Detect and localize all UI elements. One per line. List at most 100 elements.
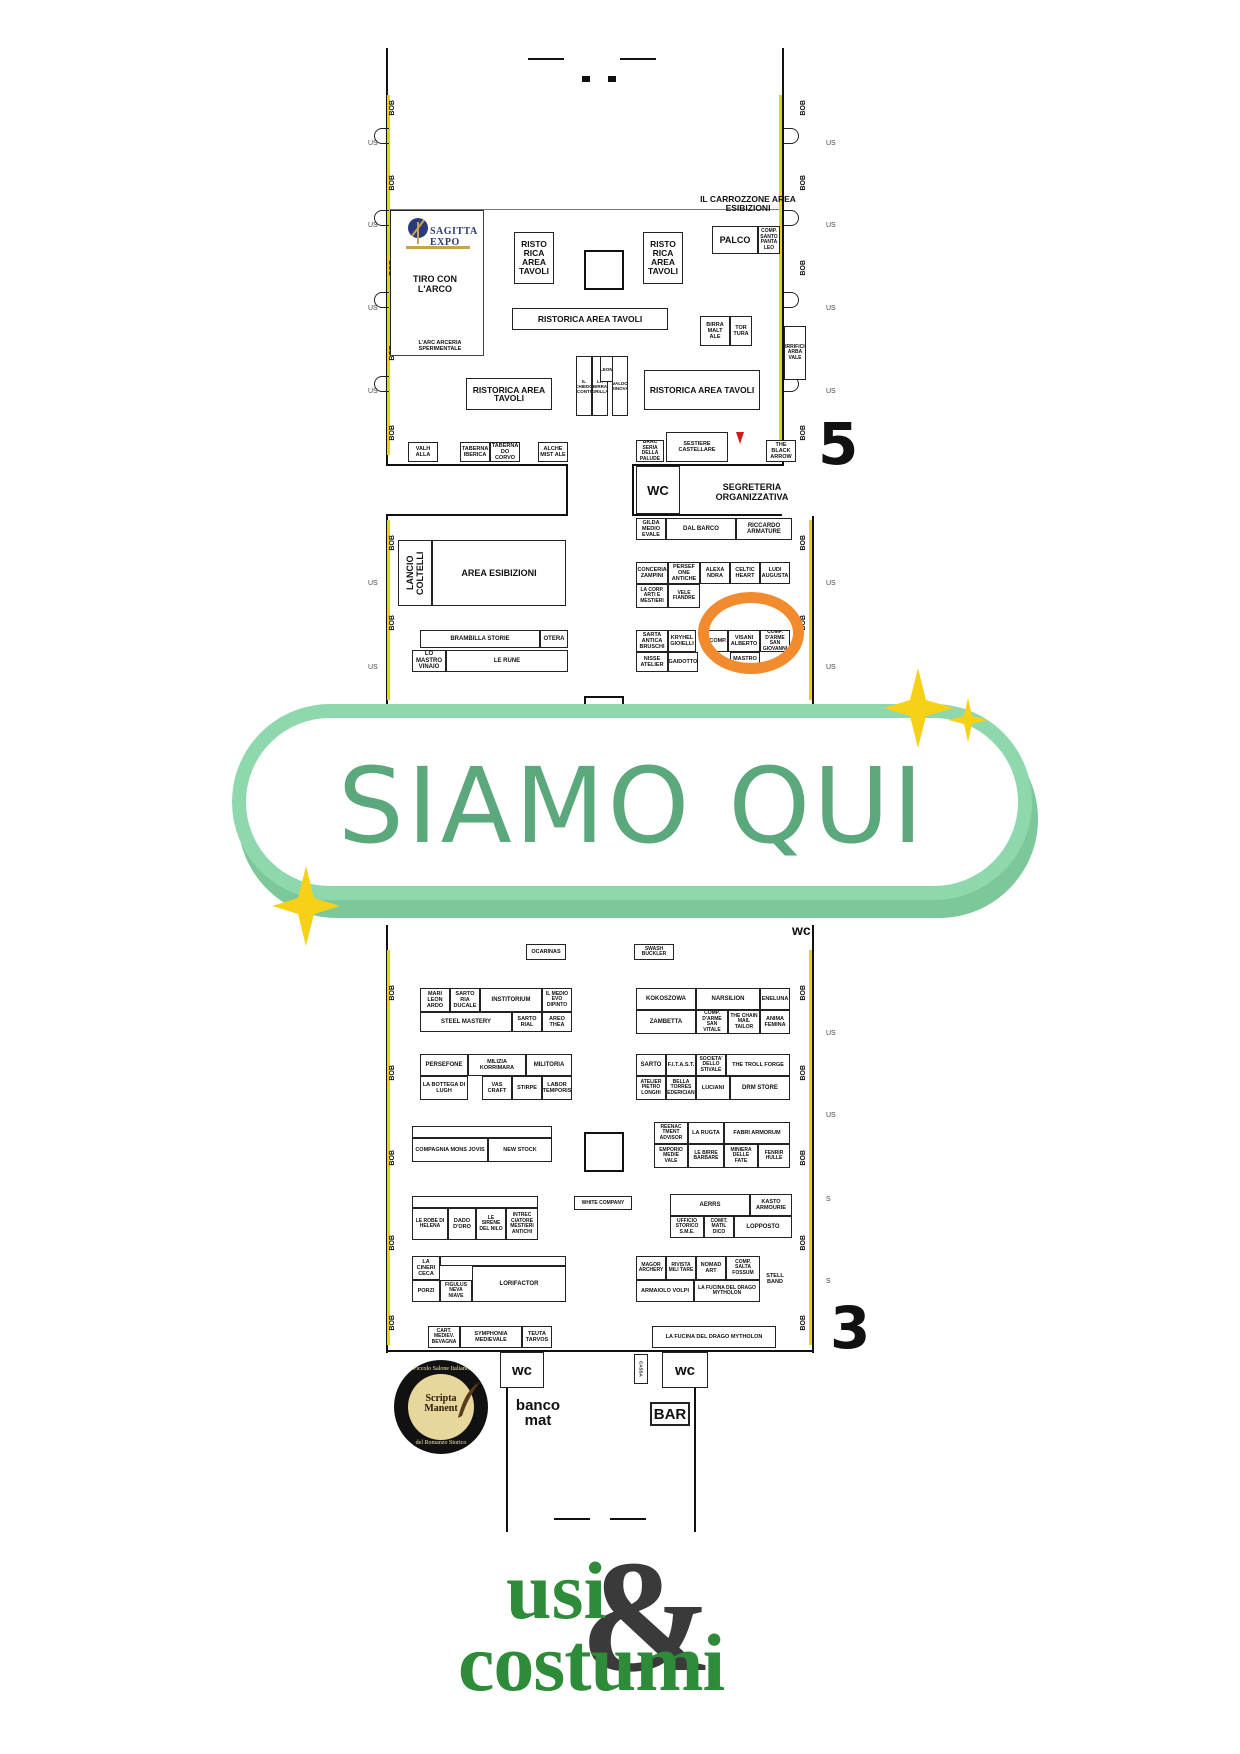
logo-usi: usi	[506, 1545, 607, 1636]
door-icon	[784, 210, 799, 226]
us-marker: US	[826, 664, 836, 671]
s-marker: S	[826, 1278, 831, 1285]
door-icon	[784, 128, 799, 144]
sparkle-icon	[884, 668, 988, 748]
stand-segreteria: SEGRETERIA ORGANIZZATIVA	[715, 482, 789, 502]
stand-le-birre: LE BIRRE BARBARE	[688, 1144, 724, 1168]
stand-figulus: FIGULUS NEVA NIAVE	[440, 1280, 472, 1302]
stand-black-arrow: THE BLACK ARROW	[766, 440, 796, 462]
stand-reenactment: REENAC TMENT ADVISOR	[654, 1122, 688, 1144]
banner: SIAMO QUI	[232, 704, 1032, 900]
usi-costumi-logo: & usi costumi	[450, 1536, 790, 1722]
stand-ristorica-4: RISTORICA AREA TAVOLI	[466, 378, 552, 410]
stand-porzi: PORZI	[412, 1280, 440, 1302]
stand-magor: MAGOR ARCHERY	[636, 1256, 666, 1280]
stand-ufficio: UFFICIO STORICO S.M.E.	[670, 1216, 704, 1238]
stand-la-rugta: LA RUGTA	[688, 1122, 724, 1144]
pillar	[584, 1132, 624, 1172]
stand-luciani: LUCIANI	[696, 1076, 730, 1100]
stand-vas-craft: VAS CRAFT	[482, 1076, 512, 1100]
stand-row-empty	[440, 1256, 566, 1266]
stand-white-company: WHITE COMPANY	[574, 1196, 632, 1210]
bob-marker: BOB	[389, 1235, 396, 1251]
stand-nisse: NISSE ATELIER	[636, 652, 668, 672]
bob-marker: BOB	[389, 985, 396, 1001]
wc-right: wc	[662, 1352, 708, 1388]
stand-dado-doro: DADO D'ORO	[448, 1208, 476, 1240]
stand-birra-2: TOR TURA	[730, 316, 752, 346]
stand-ristorica-1: RISTO RICA AREA TAVOLI	[514, 232, 554, 284]
stand-row-empty	[412, 1196, 538, 1208]
stand-comp-vitale: COMP. D'ARME SAN VITALE	[696, 1010, 728, 1034]
us-marker: US	[826, 1112, 836, 1119]
stand-stirpe: STIRPE	[512, 1076, 542, 1100]
sagitta-logo: SAGITTA EXPO	[404, 214, 477, 254]
wc-hall5: WC	[636, 466, 680, 514]
bob-marker: BOB	[800, 1315, 807, 1331]
bob-marker: BOB	[800, 175, 807, 191]
stand-lorifactor: LORIFACTOR	[472, 1266, 566, 1302]
stand-persefone-3: PERSEFONE	[420, 1054, 468, 1076]
stand-tiro-arco: TIRO CON L'ARCO	[413, 274, 457, 294]
stand-conceria: CONCERIA ZAMPINI	[636, 562, 668, 584]
stand-nomad-art: NOMAD ART	[696, 1256, 726, 1280]
bob-marker: BOB	[800, 1235, 807, 1251]
bob-marker: BOB	[800, 535, 807, 551]
stand-ristorica-2: RISTO RICA AREA TAVOLI	[643, 232, 683, 284]
door-icon	[374, 128, 389, 144]
stand-cassa: CASSA	[634, 1354, 648, 1384]
arrow-down-icon	[736, 432, 744, 444]
stand-narsilion: NARSILION	[696, 988, 760, 1010]
us-marker: US	[368, 305, 378, 312]
stand-birra-3: BIRRIFICIO ARBA VALE	[784, 326, 806, 380]
stand-cart-medievale: CART. MEDIEV. BEVAGNA	[428, 1326, 460, 1348]
bar: BAR	[650, 1402, 690, 1426]
stand-societa: SOCIETA' DELLO STIVALE	[696, 1054, 726, 1076]
stand-vele: VELE FIANDRE	[668, 584, 700, 608]
hall-number-5: 5	[818, 410, 859, 478]
scripta-manent-logo: Piccolo Salone Italiano Scripta Manent d…	[394, 1360, 488, 1454]
us-marker: US	[368, 580, 378, 587]
stand-birra-1: BIRRA MALT ALE	[700, 316, 730, 346]
stand-riccardo: RICCARDO ARMATURE	[736, 518, 792, 540]
stand-sarto: SARTO	[636, 1054, 666, 1076]
stand-sartoria-ducale: SARTO RIA DUCALE	[450, 988, 480, 1012]
stand-anima-femina: ANIMA FEMINA	[760, 1010, 790, 1034]
bob-marker: BOB	[800, 985, 807, 1001]
highlight-circle	[698, 592, 804, 674]
door-icon	[374, 376, 389, 392]
stand-ristorica-3: RISTORICA AREA TAVOLI	[512, 308, 668, 330]
stand-gaidotto: GAIDOTTO	[668, 652, 698, 672]
stand-intrecciatore: INTREC CIATORE MESTIERI ANTICHI	[506, 1208, 538, 1240]
stand-robe-elena: LE ROBE DI HELENA	[412, 1208, 448, 1240]
door-icon	[784, 292, 799, 308]
stand-steel-band: STELL BAND	[760, 1256, 790, 1302]
bob-marker: BOB	[389, 1315, 396, 1331]
stand-troll-forge: THE TROLL FORGE	[726, 1054, 790, 1076]
stand-swash: SWASH BUCKLER	[634, 944, 674, 960]
stand-symphonia: SYMPHONIA MEDIEVALE	[460, 1326, 522, 1348]
stand-areothea: AREO THEA	[542, 1012, 572, 1032]
stand-marileonardo: MARI LEON ARDO	[420, 988, 450, 1012]
stand-taberna-2: TABERNA DO CORVO	[490, 442, 520, 462]
stand-valhalla: VALH ALLA	[408, 442, 438, 462]
stand-fenrir: FENRIR HULLE	[758, 1144, 790, 1168]
bob-marker: BOB	[800, 100, 807, 116]
stand-drm-store: DRM STORE	[730, 1076, 790, 1100]
stand-emporio: EMPORIO MEDIE VALE	[654, 1144, 688, 1168]
sparkle-icon	[272, 866, 340, 946]
stand-eneluna: ENELUNA	[760, 988, 790, 1010]
stand-alchemistale: ALCHE MIST ALE	[538, 442, 568, 462]
stand-gilda: GILDA MEDIO EVALE	[636, 518, 666, 540]
stand-bella-torres: BELLA TORRES FEDERICIANE	[666, 1076, 696, 1100]
stand-centre-1: IL CHIEDO CONTI	[576, 356, 592, 416]
stand-bottega-lugh: LA BOTTEGA DI LUGH	[420, 1076, 468, 1100]
stand-comit: COMIT. MATIL DICO	[704, 1216, 734, 1238]
stand-militoria: MILITORIA	[526, 1054, 572, 1076]
stand-dal-barco: DAL BARCO	[666, 518, 736, 540]
stand-ludi: LUDI AUGUSTA	[760, 562, 790, 584]
stand-kryhel: KRYHEL GIOIELLI	[668, 630, 696, 652]
stand-le-rune: LE RUNE	[446, 650, 568, 672]
stand-brambilla: BRAMBILLA STORIE	[420, 630, 540, 648]
stand-corporazione: LA CORP. ARTI E MESTIERI	[636, 584, 668, 608]
